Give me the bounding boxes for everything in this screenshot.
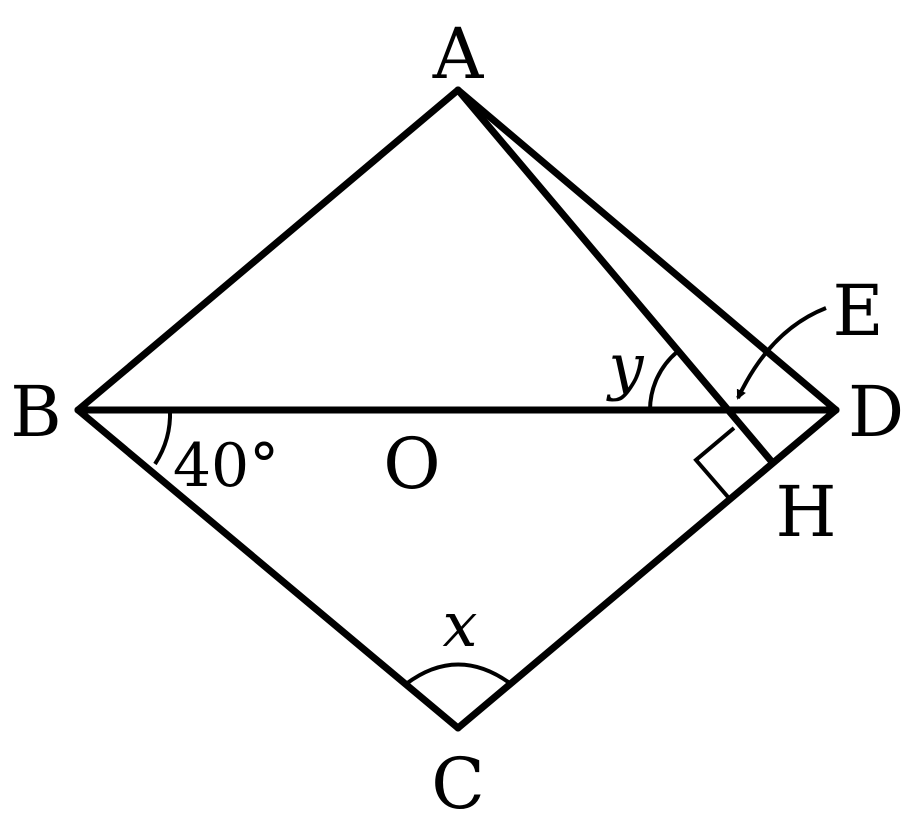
- label-h: H: [775, 471, 836, 553]
- label-e: E: [832, 270, 883, 352]
- angle-arc-y: [648, 350, 679, 411]
- side-ad: [454, 86, 840, 414]
- pointer-arrow-e: [736, 306, 827, 400]
- label-angle-40: 40°: [173, 431, 279, 501]
- label-b: B: [10, 371, 61, 453]
- side-cd: [454, 406, 840, 732]
- label-d: D: [848, 371, 904, 453]
- label-c: C: [431, 743, 485, 825]
- label-o: O: [383, 423, 440, 505]
- label-angle-x: x: [443, 588, 478, 661]
- label-a: A: [432, 13, 485, 95]
- segment-ah: [454, 86, 776, 466]
- angle-arc-b: [153, 409, 173, 466]
- right-angle-mark: [693, 426, 736, 499]
- side-ab: [74, 86, 462, 414]
- label-angle-y: y: [605, 330, 644, 403]
- side-bc: [74, 406, 462, 732]
- angle-arc-x: [404, 662, 513, 686]
